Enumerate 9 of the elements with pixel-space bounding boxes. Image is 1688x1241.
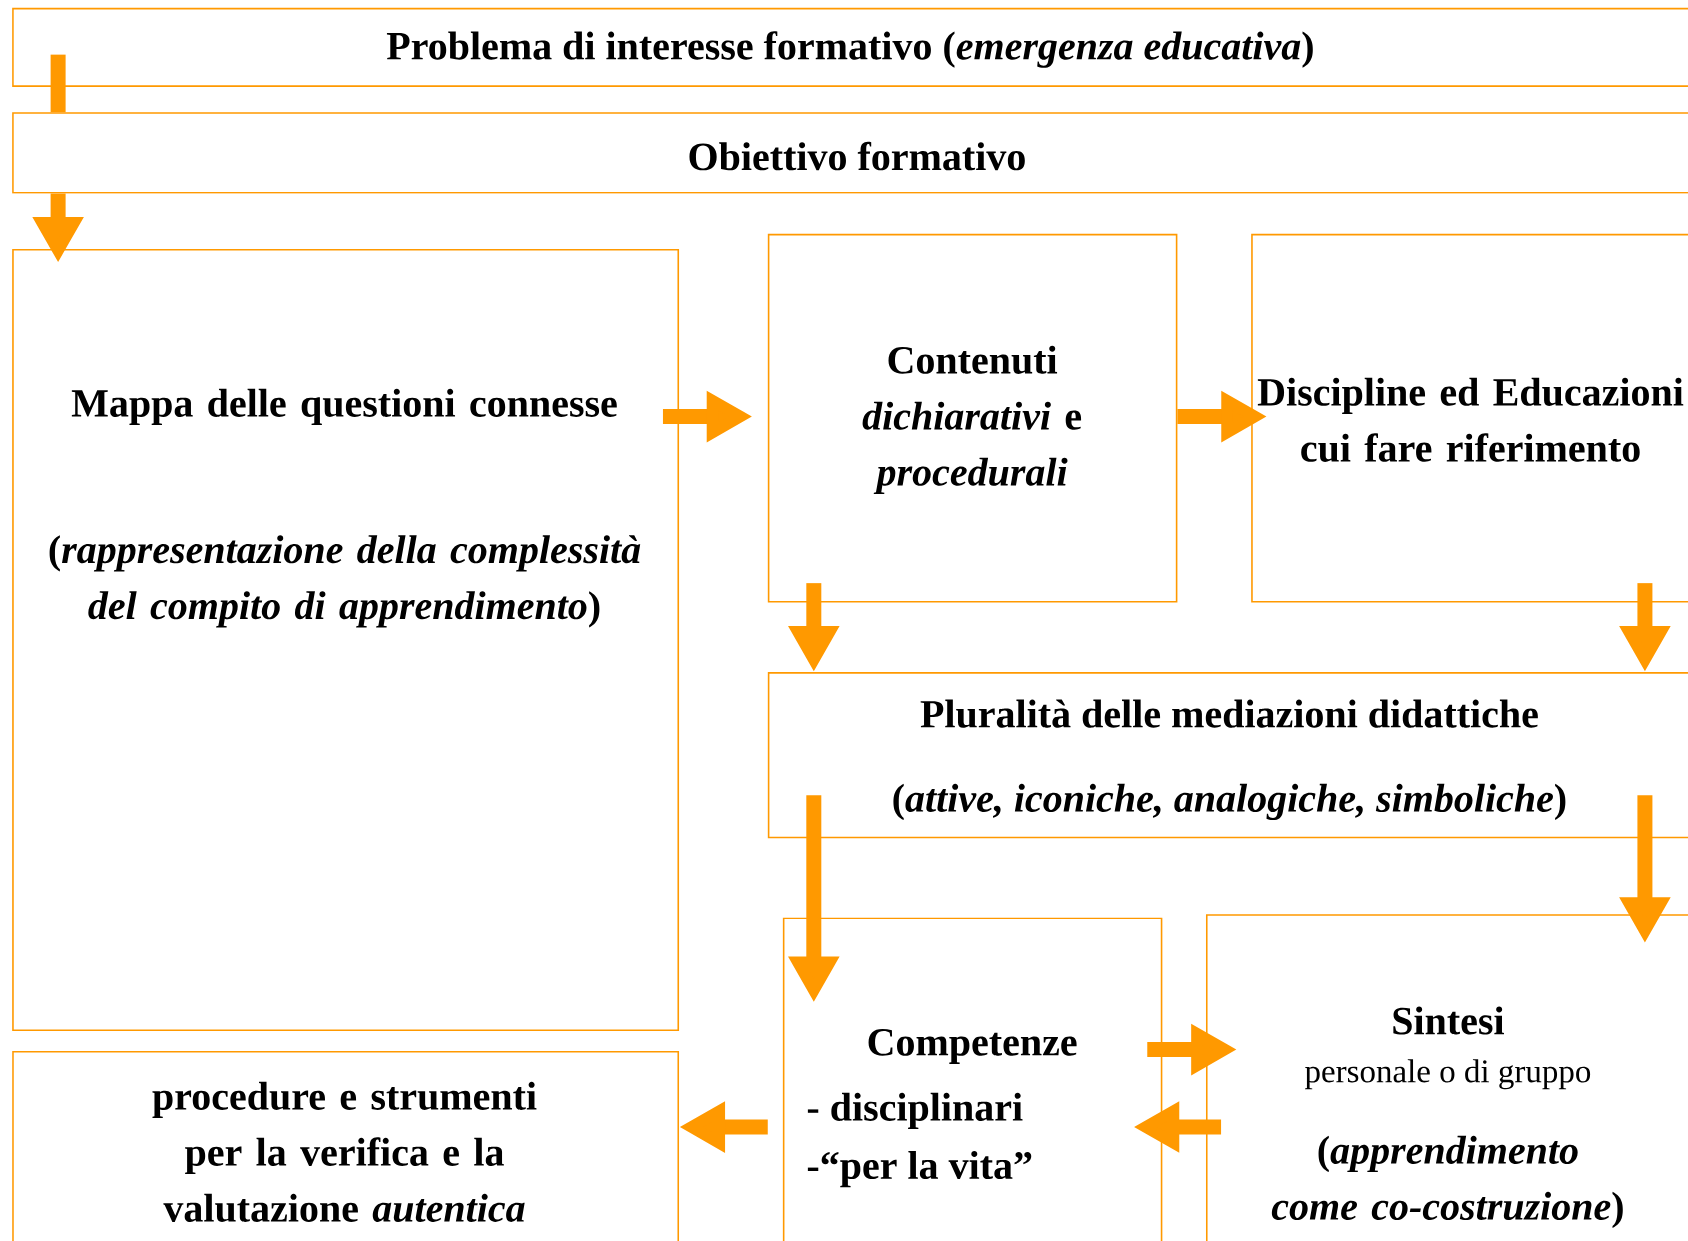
text-box: Sintesi personale o di gruppo (apprendimento come co-costruzione) <box>1205 914 1688 1241</box>
text-box: procedure e strumenti per la verifica e la valutazione autentica <box>12 1050 680 1241</box>
text-box: Competenze - disciplinari -“per la vita” <box>782 917 1163 1241</box>
text-box: Pluralità delle mediazioni didattiche (attive, iconiche, analogiche, simboliche) <box>767 672 1688 839</box>
text-box: Contenuti dichiarativi e procedurali <box>767 233 1178 603</box>
text-box: Obiettivo formativo <box>12 112 1688 194</box>
text-box: Problema di interesse formativo (emergenza educativa) <box>12 7 1688 87</box>
text-box: Mappa delle questioni connesse (rappresentazione della complessità del compito di apprendimento) <box>12 248 680 1032</box>
text-box: Discipline ed Educazioni cui fare riferimento <box>1251 233 1688 603</box>
